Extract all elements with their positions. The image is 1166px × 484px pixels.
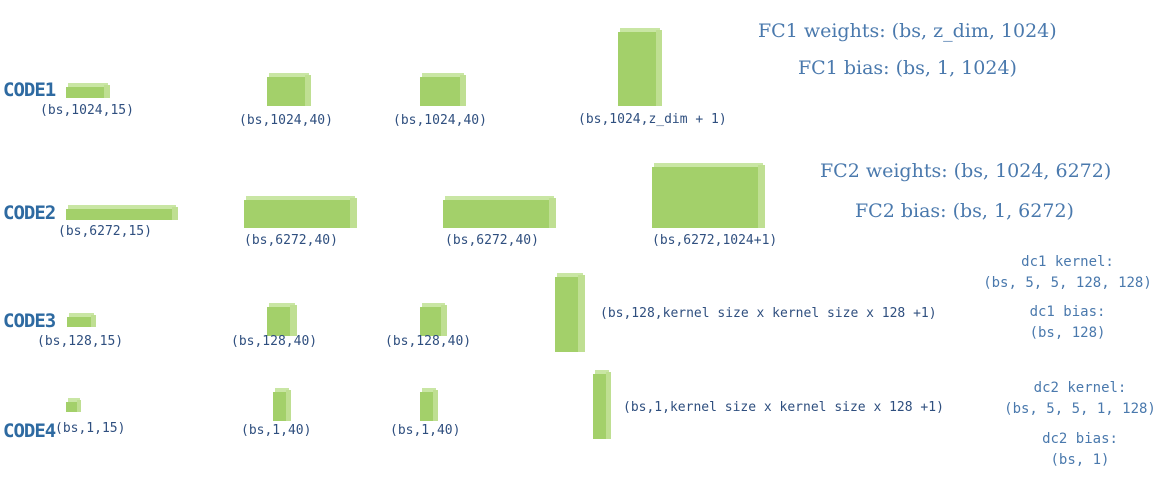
code3-input-label: (bs,128,15) bbox=[37, 334, 124, 349]
code3-title: CODE3 bbox=[3, 310, 56, 332]
code4-title: CODE4 bbox=[3, 420, 56, 442]
dc2-bias-note: dc2 bias: (bs, 1) bbox=[1025, 429, 1135, 471]
code3-layer1-label: (bs,128,40) bbox=[231, 334, 318, 349]
code2-title: CODE2 bbox=[3, 202, 56, 224]
code4-input-block bbox=[66, 398, 81, 412]
code4-layer2-block bbox=[420, 388, 438, 421]
code1-title: CODE1 bbox=[3, 79, 56, 101]
dc1-bias-note: dc1 bias: (bs, 128) bbox=[1000, 302, 1135, 344]
code3-input-block bbox=[67, 313, 96, 327]
fc1-bias-note: FC1 bias: (bs, 1, 1024) bbox=[798, 57, 1017, 79]
code3-layer2-block bbox=[420, 303, 447, 336]
dc1-bias-shape: (bs, 128) bbox=[1029, 325, 1106, 341]
fc2-bias-note: FC2 bias: (bs, 1, 6272) bbox=[855, 200, 1074, 222]
code3-params-label: (bs,128,kernel size x kernel size x 128 … bbox=[600, 306, 937, 321]
dc1-bias-title: dc1 bias: bbox=[1029, 304, 1106, 320]
code1-input-label: (bs,1024,15) bbox=[40, 103, 134, 118]
code2-layer2-block bbox=[443, 196, 556, 228]
code2-layer1-label: (bs,6272,40) bbox=[244, 233, 338, 248]
code3-layer2-label: (bs,128,40) bbox=[385, 334, 472, 349]
fc2-weights-note: FC2 weights: (bs, 1024, 6272) bbox=[820, 160, 1112, 182]
dc2-bias-shape: (bs, 1) bbox=[1050, 452, 1110, 468]
code4-params-label: (bs,1,kernel size x kernel size x 128 +1… bbox=[623, 400, 944, 415]
code2-params-block bbox=[652, 163, 765, 228]
code4-layer2-label: (bs,1,40) bbox=[390, 423, 461, 438]
code1-layer2-block bbox=[420, 73, 466, 106]
fc1-weights-note: FC1 weights: (bs, z_dim, 1024) bbox=[758, 20, 1057, 42]
code3-layer1-block bbox=[267, 303, 297, 336]
dc1-kernel-title: dc1 kernel: bbox=[1021, 254, 1114, 270]
code1-params-block bbox=[618, 28, 662, 106]
code1-input-block bbox=[66, 83, 110, 98]
dc2-kernel-shape: (bs, 5, 5, 1, 128) bbox=[1004, 401, 1156, 417]
code2-layer2-label: (bs,6272,40) bbox=[445, 233, 539, 248]
dc2-kernel-title: dc2 kernel: bbox=[1033, 380, 1127, 396]
code1-layer1-block bbox=[267, 73, 311, 106]
code4-layer1-block bbox=[273, 388, 291, 421]
code4-input-label: (bs,1,15) bbox=[55, 421, 126, 436]
dc1-kernel-shape: (bs, 5, 5, 128, 128) bbox=[983, 275, 1152, 291]
code2-params-label: (bs,6272,1024+1) bbox=[652, 233, 778, 248]
code4-layer1-label: (bs,1,40) bbox=[241, 423, 312, 438]
code2-layer1-block bbox=[244, 196, 357, 228]
dc1-kernel-note: dc1 kernel: (bs, 5, 5, 128, 128) bbox=[975, 252, 1160, 294]
dc2-kernel-note: dc2 kernel: (bs, 5, 5, 1, 128) bbox=[995, 378, 1165, 420]
dc2-bias-title: dc2 bias: bbox=[1042, 431, 1118, 447]
code3-params-block bbox=[555, 273, 585, 352]
code2-input-block bbox=[66, 205, 178, 220]
code4-params-block bbox=[593, 370, 611, 439]
code1-params-label: (bs,1024,z_dim + 1) bbox=[578, 112, 727, 127]
code1-layer2-label: (bs,1024,40) bbox=[393, 113, 487, 128]
code2-input-label: (bs,6272,15) bbox=[58, 224, 152, 239]
code1-layer1-label: (bs,1024,40) bbox=[239, 113, 333, 128]
